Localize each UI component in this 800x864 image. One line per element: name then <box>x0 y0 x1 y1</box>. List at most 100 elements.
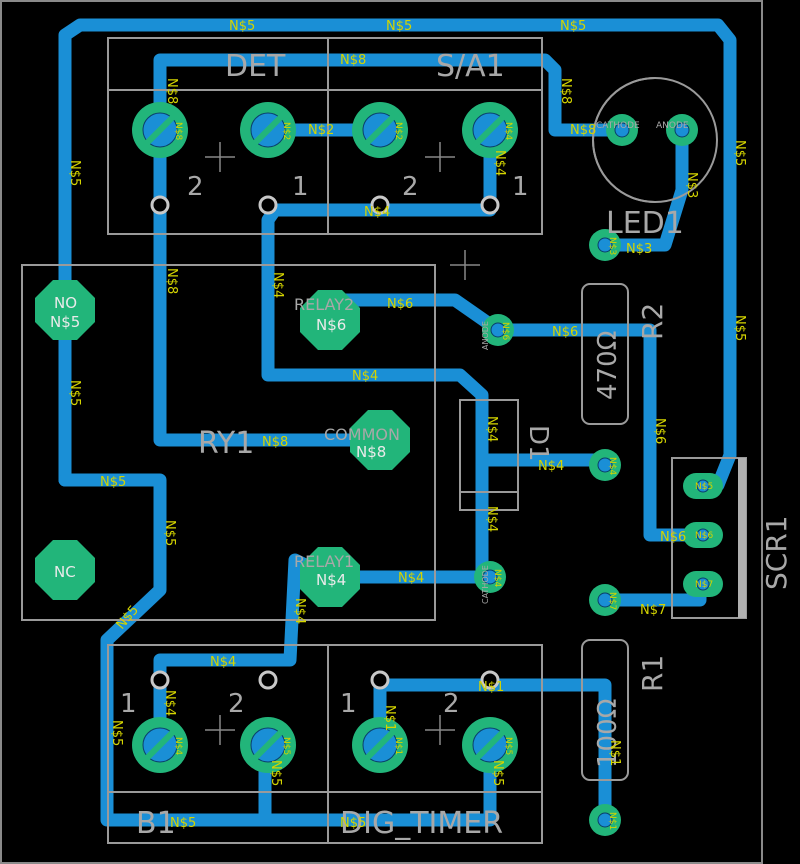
ry1-pad-no <box>35 280 95 340</box>
det-pad-2 <box>132 102 188 158</box>
r2-value: 470Ω <box>593 331 623 401</box>
r1-label: R1 <box>636 655 669 692</box>
net-label: N$4 <box>484 506 499 532</box>
pad-net-label: N$5 <box>503 737 513 755</box>
pad-net-label: N$4 <box>173 737 183 755</box>
pad-net-label: N$8 <box>173 122 183 140</box>
net-label: N$5 <box>732 315 747 341</box>
net-label: N$8 <box>340 53 366 68</box>
r1-outline <box>581 639 629 781</box>
net-label: N$5 <box>109 720 124 746</box>
pad-net-label: N$6 <box>500 322 510 340</box>
pad-net-label: N$6 <box>695 531 713 541</box>
d1-label: D1 <box>523 425 553 462</box>
net-label: N$5 <box>732 140 747 166</box>
net-label: N$5 <box>100 475 126 490</box>
pad-net-label: N$5 <box>281 737 291 755</box>
sa1-outline <box>327 37 543 235</box>
net-label: N$4 <box>292 598 307 624</box>
net-label: N$3 <box>626 242 652 257</box>
net-label: N$4 <box>484 416 499 442</box>
net-label: N$1 <box>607 740 622 766</box>
net-label: N$8 <box>262 435 288 450</box>
r2-label: R2 <box>636 303 669 340</box>
dig-timer-pad-2 <box>462 717 518 773</box>
nc-label: NC <box>54 563 76 581</box>
r1-value: 100Ω <box>593 699 623 769</box>
dig-timer-outline <box>327 644 543 844</box>
net-label: N$4 <box>270 272 285 298</box>
net-label: N$3 <box>684 172 699 198</box>
trace-n3 <box>598 123 689 252</box>
led1-anode-label: ANODE <box>656 121 689 131</box>
net-label: N$5 <box>340 816 366 831</box>
pad-net-label: N$7 <box>695 580 713 590</box>
pad-net-label: N$6 <box>316 316 346 334</box>
board-outline <box>0 0 763 864</box>
det-pad-1 <box>240 102 296 158</box>
b1-pin-1-label: 1 <box>120 689 137 719</box>
pad-net-label: N$7 <box>607 592 617 610</box>
dig-timer-label: DIG_TIMER <box>340 806 503 841</box>
led1-cathode-label: CATHODE <box>596 121 640 131</box>
net-label: N$8 <box>570 123 596 138</box>
net-label: N$4 <box>538 459 564 474</box>
trace-n8-det <box>153 53 629 137</box>
d1-outline <box>459 399 519 511</box>
sa1-pin-1-label: 1 <box>512 172 529 202</box>
dig-timer-pad-1 <box>352 717 408 773</box>
no-label: NO <box>54 294 77 312</box>
net-label: N$8 <box>164 268 179 294</box>
d1-anode-label: ANODE <box>481 321 490 350</box>
ry1-label: RY1 <box>198 426 254 461</box>
net-label: N$1 <box>478 680 504 695</box>
net-label: N$4 <box>352 369 378 384</box>
net-label: N$1 <box>382 705 397 731</box>
pad-net-label: N$8 <box>356 443 386 461</box>
common-label: COMMON <box>324 425 400 444</box>
dig-timer-pin-2-label: 2 <box>443 689 460 719</box>
pad-net-label: N$5 <box>50 313 80 331</box>
net-label: N$4 <box>492 150 507 176</box>
net-label: N$7 <box>640 603 666 618</box>
net-label: N$6 <box>652 418 667 444</box>
trace-n6-relay2 <box>323 293 707 542</box>
net-label: N$5 <box>67 380 82 406</box>
pad-net-label: N$5 <box>695 482 713 492</box>
net-label: N$6 <box>552 325 578 340</box>
dig-timer-pin-1-label: 1 <box>340 689 357 719</box>
sa1-pad-1 <box>462 102 518 158</box>
led1-label: LED1 <box>606 206 684 241</box>
pad-net-label: N$1 <box>607 812 617 830</box>
pad-net-label: N$4 <box>607 457 617 475</box>
sa1-pin-2-label: 2 <box>402 172 419 202</box>
pad-net-label: N$2 <box>281 122 291 140</box>
b1-pin-2-label: 2 <box>228 689 245 719</box>
net-label: N$4 <box>210 655 236 670</box>
net-label: N$5 <box>67 160 82 186</box>
net-label: N$2 <box>308 123 334 138</box>
ry1-pad-common <box>350 410 410 470</box>
det-pin-1-label: 1 <box>292 172 309 202</box>
net-label: N$4 <box>398 571 424 586</box>
pad-net-label: N$3 <box>607 237 617 255</box>
sa1-label: S/A1 <box>436 49 505 84</box>
ry1-pad-relay1 <box>300 547 360 607</box>
silkscreen <box>21 37 747 844</box>
det-label: DET <box>225 49 286 84</box>
scr1-label: SCR1 <box>760 515 793 590</box>
trace-n5-top <box>58 18 737 487</box>
b1-label: B1 <box>136 806 176 841</box>
ry1-outline <box>21 264 436 621</box>
det-pin-2-label: 2 <box>187 172 204 202</box>
net-label: N$5 <box>229 19 255 34</box>
ry1-pad-nc <box>35 540 95 600</box>
net-label: N$8 <box>558 78 573 104</box>
net-label: N$8 <box>164 78 179 104</box>
net-label: N$5 <box>490 760 505 786</box>
net-label: N$4 <box>364 205 390 220</box>
b1-pad-2 <box>240 717 296 773</box>
pad-net-label: N$2 <box>393 122 403 140</box>
d1-cathode-label: CATHODE <box>481 565 490 604</box>
